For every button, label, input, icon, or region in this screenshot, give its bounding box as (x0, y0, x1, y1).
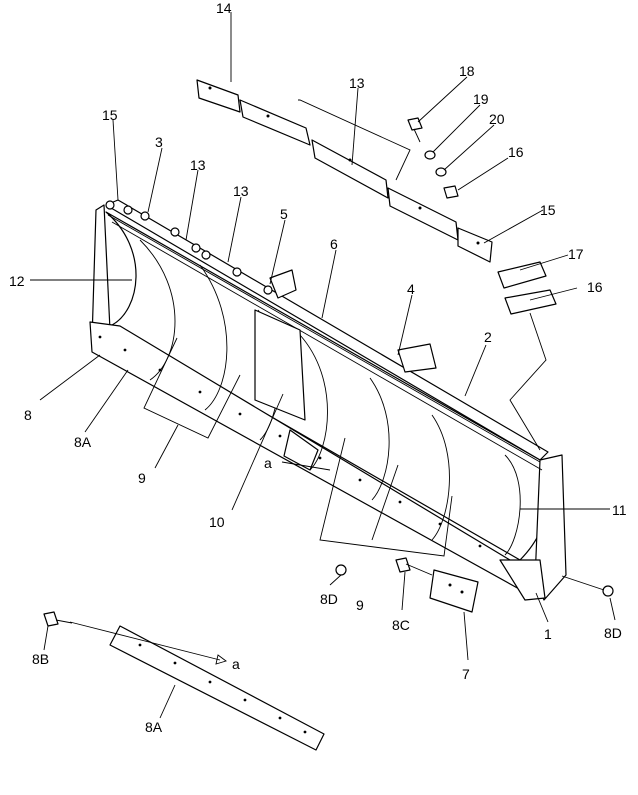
callout-15: 15 (102, 107, 118, 123)
callout-8d: 8D (320, 591, 338, 607)
corner-bit-right (499, 559, 546, 601)
leader-lines (30, 12, 616, 719)
callout-8a: 8A (145, 719, 163, 735)
callout-15: 15 (540, 202, 556, 218)
shims (497, 261, 557, 315)
fasteners (43, 557, 614, 627)
callout-17: 17 (568, 246, 584, 262)
bolt-washer-set (407, 117, 459, 199)
callout-8c: 8C (392, 617, 410, 633)
callout-10: 10 (209, 514, 225, 530)
callout-13: 13 (349, 75, 365, 91)
callout-9: 9 (356, 597, 364, 613)
callout-6: 6 (330, 236, 338, 252)
callout-18: 18 (459, 63, 475, 79)
callout-labels: 14 13 18 19 20 16 15 15 3 13 13 5 6 12 1… (9, 0, 627, 735)
callout-16: 16 (587, 279, 603, 295)
callout-14: 14 (216, 0, 232, 16)
callout-8: 8 (24, 407, 32, 423)
callout-4: 4 (407, 281, 415, 297)
callout-a: a (232, 656, 240, 672)
callout-2: 2 (484, 329, 492, 345)
callout-20: 20 (489, 111, 505, 127)
callout-9: 9 (138, 470, 146, 486)
callout-13: 13 (190, 157, 206, 173)
callout-12: 12 (9, 273, 25, 289)
callout-1: 1 (544, 626, 552, 642)
upper-edge-segments (196, 79, 493, 263)
callout-11: 11 (612, 502, 627, 518)
callout-3: 3 (155, 134, 163, 150)
callout-8a: 8A (74, 434, 92, 450)
callout-8b: 8B (32, 651, 49, 667)
callout-13: 13 (233, 183, 249, 199)
callout-7: 7 (462, 666, 470, 682)
callout-8d: 8D (604, 625, 622, 641)
end-bit-piece (429, 569, 479, 613)
callout-19: 19 (473, 91, 489, 107)
callout-16: 16 (508, 144, 524, 160)
callout-a: a (264, 455, 272, 471)
detached-cutting-edge (109, 625, 325, 751)
main-blade (89, 199, 567, 601)
callout-5: 5 (280, 206, 288, 222)
